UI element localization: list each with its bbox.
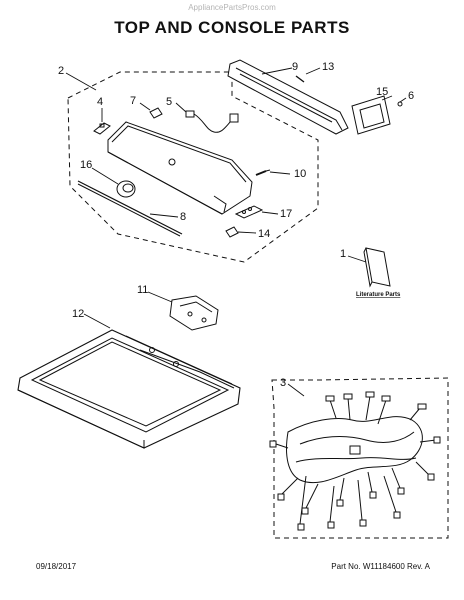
part-7-bracket bbox=[149, 107, 163, 119]
callout-5: 5 bbox=[166, 96, 172, 108]
callout-14: 14 bbox=[258, 228, 270, 240]
callout-6: 6 bbox=[408, 90, 414, 102]
part-15-bracket bbox=[351, 95, 403, 135]
part-12-top-panel bbox=[17, 329, 241, 449]
callout-11: 11 bbox=[137, 284, 148, 296]
callout-1: 1 bbox=[340, 248, 346, 260]
part-9-console-rear bbox=[227, 59, 349, 135]
callout-10: 10 bbox=[294, 168, 306, 180]
callout-12: 12 bbox=[72, 308, 84, 320]
part-11-bracket bbox=[169, 295, 219, 331]
callout-2: 2 bbox=[58, 65, 64, 77]
part-4-switch bbox=[93, 122, 111, 135]
callout-9: 9 bbox=[292, 61, 298, 73]
footer-date: 09/18/2017 bbox=[36, 562, 77, 571]
callout-17: 17 bbox=[280, 208, 292, 220]
part-10-screw bbox=[255, 169, 271, 176]
footer-part-info: Part No. W11184600 Rev. A bbox=[331, 562, 430, 571]
callout-4: 4 bbox=[97, 96, 103, 108]
callout-8: 8 bbox=[180, 211, 186, 223]
callout-16: 16 bbox=[80, 159, 92, 171]
part-14-clip bbox=[225, 226, 239, 238]
part-17-switch bbox=[234, 205, 264, 219]
callout-7: 7 bbox=[130, 95, 136, 107]
part-16-knob bbox=[116, 180, 136, 198]
part-5-wire bbox=[185, 110, 239, 133]
callout-3: 3 bbox=[280, 377, 286, 389]
watermark: AppliancePartsPros.com bbox=[188, 3, 276, 12]
part-8-trim bbox=[77, 180, 183, 237]
page-title: TOP AND CONSOLE PARTS bbox=[114, 18, 350, 37]
part-3-harness bbox=[269, 377, 449, 539]
console-group-outline bbox=[67, 71, 319, 263]
literature-parts-label: Literature Parts bbox=[356, 292, 401, 298]
callout-13: 13 bbox=[322, 61, 334, 73]
part-1-literature bbox=[363, 247, 391, 288]
leader-lines bbox=[65, 67, 407, 397]
console-panel bbox=[107, 121, 253, 215]
callout-15: 15 bbox=[376, 86, 388, 98]
